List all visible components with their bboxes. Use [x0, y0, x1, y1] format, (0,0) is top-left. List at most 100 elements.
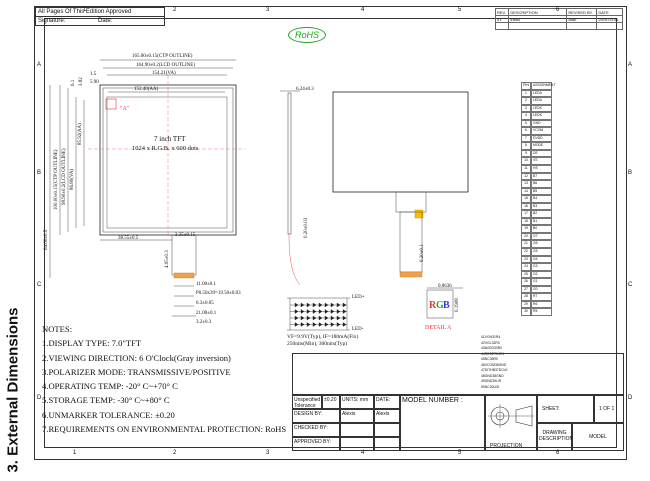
pin-signal: VCOM — [484, 362, 495, 367]
pin-number: 31 — [492, 335, 496, 339]
col-number: 1 — [83, 7, 87, 13]
pin-number: 3 — [521, 104, 531, 113]
lcd-resolution: 1024 x R.G.B. x 600 dots — [132, 145, 199, 152]
led-minus-label: LED- — [352, 327, 364, 332]
pin-number: 45 — [481, 357, 485, 362]
note-item: 7.REQUIREMENTS ON ENVIRONMENTAL PROTECTI… — [42, 424, 287, 435]
rgb-r: R — [429, 300, 437, 311]
led-diode-icon — [318, 302, 323, 308]
pin-number: 47 — [481, 368, 485, 373]
pin-signal: B4 — [531, 195, 552, 203]
dim-label: 21.00±0.1 — [196, 311, 217, 316]
projection-cell: PROJECTION — [485, 395, 537, 451]
dim-label: 86.80(VA) — [70, 168, 75, 190]
pin-signal: LEDA — [531, 97, 552, 105]
row-letter: D — [37, 395, 42, 401]
dim-label: 6.24±0.3 — [296, 87, 314, 92]
pin-number: 23 — [521, 255, 531, 264]
led-diode-icon — [306, 309, 311, 314]
pin-signal: R6 — [531, 300, 552, 309]
pin-signal: DE — [531, 149, 552, 158]
revision-empty-row — [494, 22, 623, 30]
note-item: 6.UNMARKER TOLERANCE: ±0.20 — [42, 409, 175, 420]
pin-number: 24 — [521, 263, 531, 271]
row-letter: C — [37, 282, 42, 288]
pin-number: 40 — [489, 384, 494, 389]
pin-row: 42VGL32R3 — [481, 341, 508, 347]
led-diode-icon — [294, 322, 299, 327]
dim-label: 3.82 — [79, 77, 84, 86]
dim-label: 6.1 — [71, 79, 76, 86]
pin-number: 33 — [493, 346, 498, 351]
pin-number: 38 — [492, 373, 497, 378]
pin-signal: R4 — [495, 335, 501, 339]
model-label: MODEL — [572, 423, 624, 451]
design-by: DESIGN BY: — [292, 409, 340, 423]
pin-signal: L/R — [496, 379, 502, 384]
pin-signal: R5 — [531, 308, 552, 316]
pin-signal: LEDA — [531, 89, 552, 98]
col-number: 4 — [361, 7, 365, 13]
pin-number: 1 — [521, 89, 531, 98]
led-diode-icon — [342, 309, 347, 314]
backlight-spec: VF=9.9V(Typ), IF=180mA(Fix) — [287, 334, 359, 340]
dim-label: 0.1908 — [455, 298, 460, 312]
sheet-label: SHEET: — [537, 395, 594, 423]
pin-number: 25 — [521, 270, 531, 279]
col-number: 4 — [361, 450, 365, 456]
design-date: Alexis — [374, 409, 400, 423]
col-number: 5 — [458, 450, 462, 456]
dim-label: 165.00±0.15(CTP OUTLINE) — [132, 54, 193, 59]
signature-label: Signature: — [38, 18, 66, 24]
dim-label: 2.35±0.15 — [175, 233, 196, 238]
pin-number: 14 — [521, 187, 531, 196]
note-item: 3.POLARIZER MODE: TRANSMISSIVE/POSITIVE — [42, 366, 231, 377]
pin-signal: G4 — [531, 255, 552, 264]
col-number: 5 — [458, 7, 462, 13]
led-diode-icon — [336, 302, 341, 308]
pin-number: 17 — [521, 210, 531, 218]
approval-block: All Pages Of This Edition Approved Signa… — [35, 7, 165, 26]
back-view-fpc-contacts — [399, 271, 423, 278]
col-number: 6 — [556, 7, 560, 13]
pin-no-header: PIN — [521, 82, 531, 90]
projection-label: PROJECTION — [490, 443, 523, 449]
pin-number: 18 — [521, 217, 531, 226]
pin-signal: NC — [484, 384, 490, 389]
approval-line: All Pages Of This Edition Approved — [35, 7, 165, 17]
pin-number: 10 — [521, 157, 531, 166]
checked-date — [374, 423, 400, 437]
dim-label: 6.20±0.1 — [420, 244, 425, 262]
pin-number: 21 — [521, 240, 531, 249]
pin-number: 2 — [521, 97, 531, 105]
tol-value: ±0.20 — [322, 395, 340, 409]
pin-signal: VS — [531, 157, 552, 166]
checked-cell — [340, 423, 374, 437]
note-item: 1.DISPLAY TYPE: 7.0"TFT — [42, 338, 142, 349]
pin-signal: GND — [484, 373, 493, 378]
back-view-panel — [332, 91, 469, 193]
row-letter: A — [628, 62, 633, 68]
pin-signal: GND — [484, 379, 493, 384]
pin-signal: LEDK — [531, 104, 552, 113]
led-diode-icon — [330, 322, 335, 327]
led-diode-icon — [306, 322, 311, 327]
pin-row: 41VGH31R4 — [481, 335, 508, 341]
led-diode-icon — [342, 315, 347, 321]
led-plus-label: LED+ — [352, 295, 365, 300]
pin-signal: DCLK — [498, 368, 508, 373]
dim-label: 38.55±0.5 — [118, 236, 139, 241]
pin-number: 26 — [521, 278, 531, 286]
pin-signal: G6 — [531, 240, 552, 249]
detail-a-label: DETAIL A — [425, 325, 452, 331]
sheet-label-text: SHEET: — [542, 406, 560, 412]
pin-number: 19 — [521, 225, 531, 233]
